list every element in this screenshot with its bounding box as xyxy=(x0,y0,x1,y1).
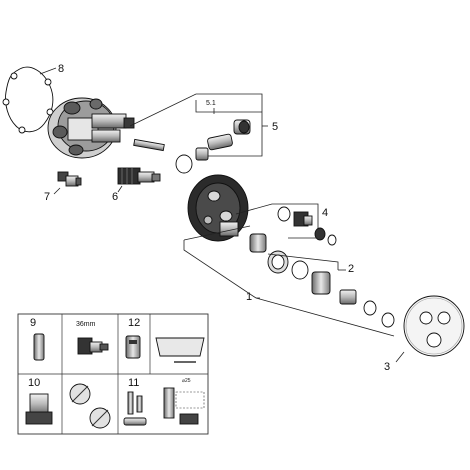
cap-part-5 xyxy=(233,119,251,135)
valve-body xyxy=(47,97,135,159)
ring-part-5 xyxy=(175,154,193,174)
callout-5-1: 5.1 xyxy=(206,100,216,107)
callout-7: 7 xyxy=(44,191,50,203)
seal-ring-part-8 xyxy=(2,66,54,134)
cover-plate-part-3 xyxy=(403,295,465,357)
callout-2: 2 xyxy=(348,263,354,275)
inset-callout-10: 10 xyxy=(28,377,40,389)
cartridge-part-6 xyxy=(117,167,161,185)
callout-6: 6 xyxy=(112,191,118,203)
parts-group-2 xyxy=(249,233,395,328)
callout-3: 3 xyxy=(384,361,390,373)
rod-part-5 xyxy=(133,138,165,152)
backplate xyxy=(187,174,249,242)
inset-callout-12: 12 xyxy=(128,317,140,329)
screw-size-label: ⌀25 xyxy=(182,378,191,384)
callout-8: 8 xyxy=(58,63,64,75)
callout-1: 1 xyxy=(246,291,252,303)
callout-4: 4 xyxy=(322,207,328,219)
inset-callout-11: 11 xyxy=(128,377,139,389)
callout-5: 5 xyxy=(272,121,278,133)
inset-callout-9: 9 xyxy=(30,317,36,329)
sleeve-part-5-1 xyxy=(207,133,233,151)
wrench-size-label: 36mm xyxy=(76,321,96,328)
nut-part-5 xyxy=(195,147,209,161)
parts-group-4 xyxy=(277,206,337,246)
fitting-part-7 xyxy=(57,171,82,187)
accessories-inset: 9 12 10 11 36mm ⌀25 xyxy=(17,313,209,435)
